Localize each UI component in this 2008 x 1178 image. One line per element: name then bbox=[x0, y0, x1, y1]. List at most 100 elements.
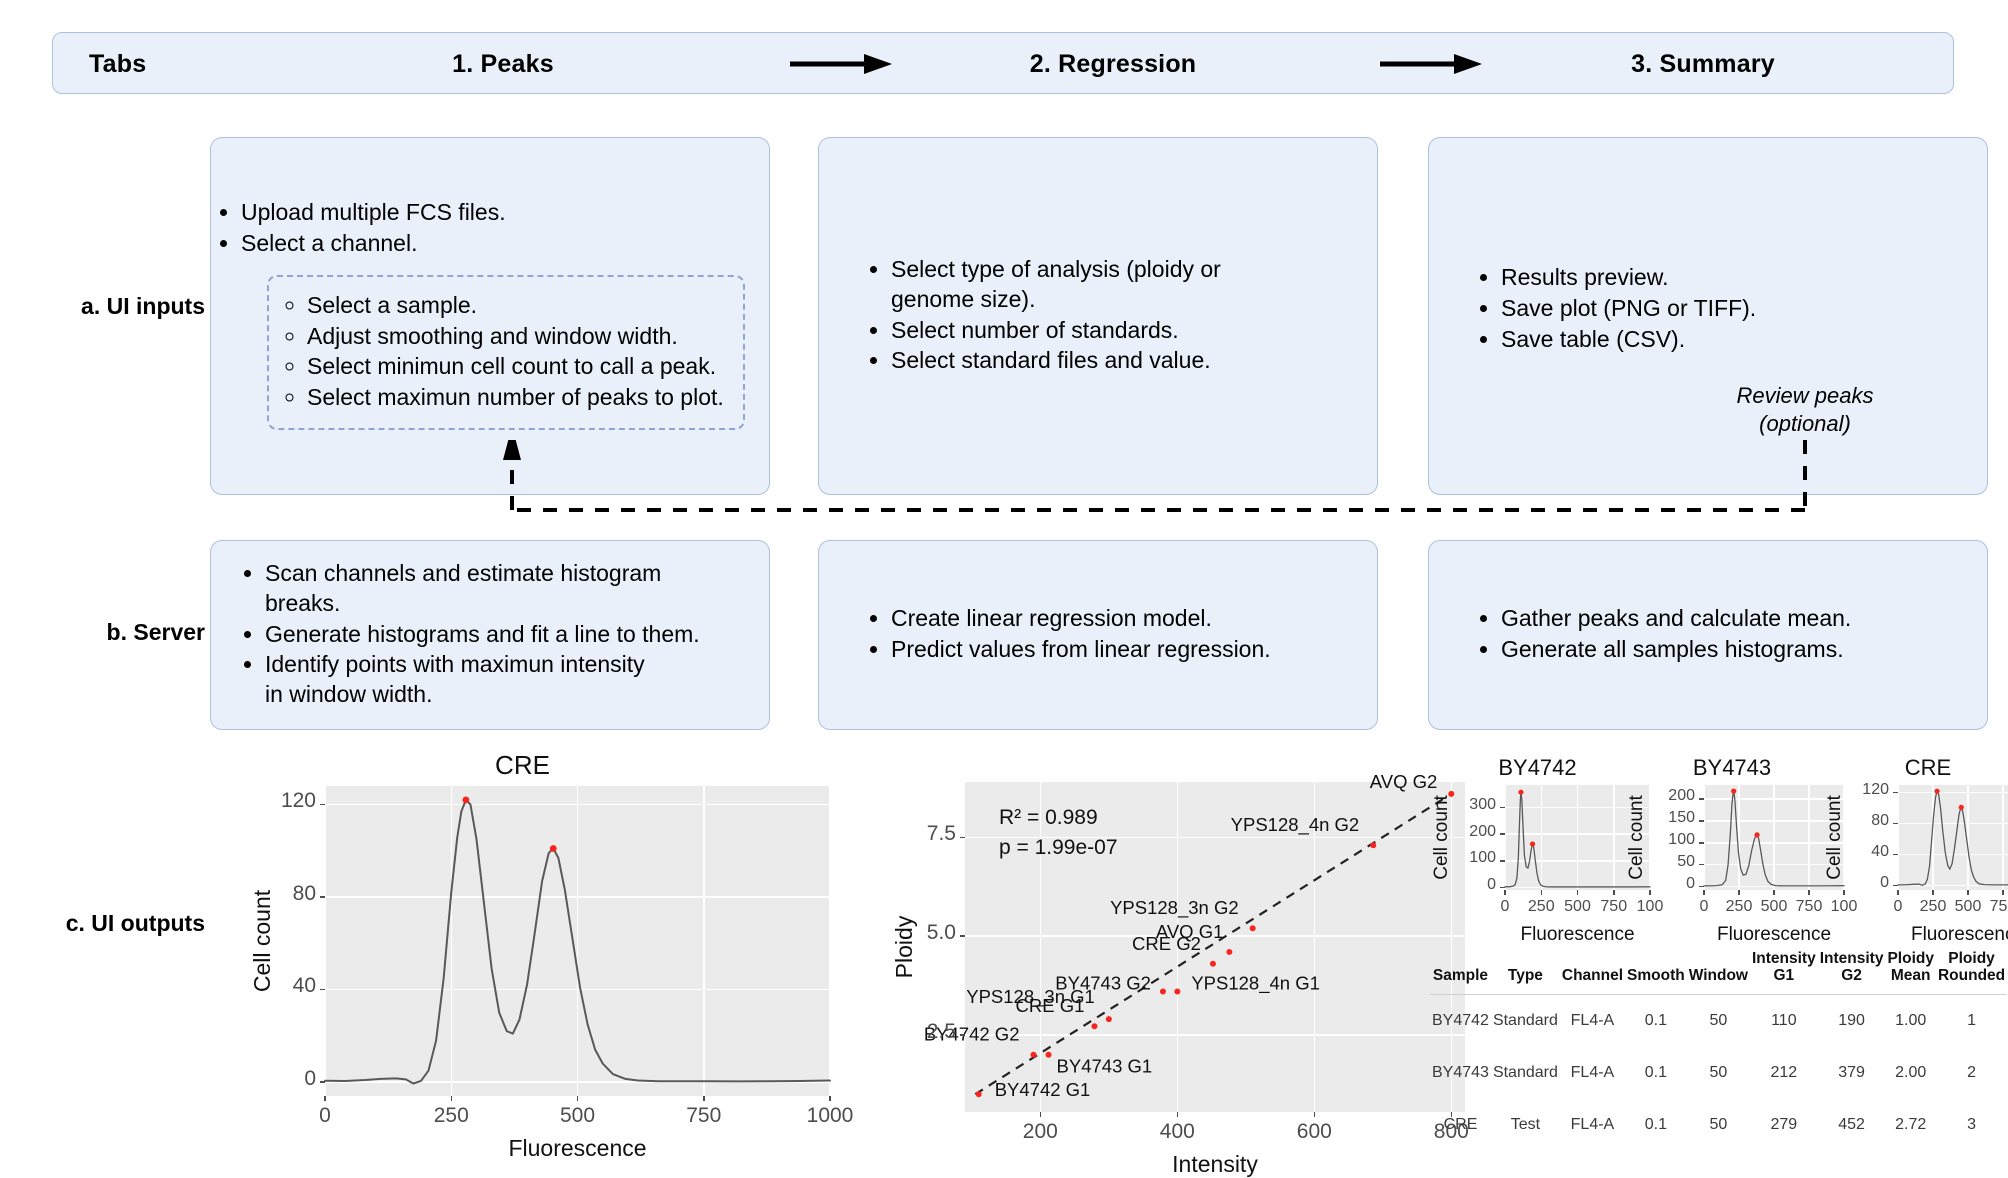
gridline-y bbox=[1704, 798, 1844, 800]
table-cell: BY4742 bbox=[1432, 1011, 1489, 1029]
chart-title-cre-histogram-small: CRE bbox=[1904, 755, 1952, 780]
gridline-y bbox=[1505, 806, 1650, 809]
xtick bbox=[1540, 890, 1542, 895]
peak-point bbox=[549, 845, 557, 852]
chart-panel-cre-histogram-small bbox=[1898, 785, 2008, 890]
xtick-label: 500 bbox=[1954, 898, 1982, 915]
gridline-y bbox=[325, 1081, 830, 1083]
y-axis-title: Cell count bbox=[1824, 795, 1845, 880]
gridline-x bbox=[324, 786, 326, 1096]
server-regression-list: Create linear regression model. Predict … bbox=[819, 604, 1271, 666]
xtick bbox=[1773, 890, 1775, 895]
ytick bbox=[1500, 886, 1505, 889]
tab-step-regression[interactable]: 2. Regression bbox=[1029, 49, 1197, 78]
xtick bbox=[1039, 1112, 1042, 1117]
xtick bbox=[1703, 890, 1705, 895]
ytick-label: 80 bbox=[1871, 812, 1889, 830]
xtick bbox=[1932, 890, 1934, 895]
ytick-label: 2.5 bbox=[926, 1019, 956, 1043]
y-axis-title: Cell count bbox=[1431, 795, 1452, 880]
ytick bbox=[320, 1081, 325, 1083]
chart-geometry-regression-scatter: BY4742 G1 BY4742 G2 BY4743 G1 CRE G1 YPS128_… bbox=[924, 771, 1455, 1100]
density-curve bbox=[1897, 790, 2008, 886]
table-header-line: Smooth bbox=[1627, 967, 1685, 985]
table-header-sample: Sample bbox=[1430, 950, 1491, 994]
data-point bbox=[1030, 1051, 1037, 1058]
list-item: Select minimun cell count to call a peak… bbox=[307, 352, 733, 382]
density-curve bbox=[1703, 790, 1845, 887]
gridline-x bbox=[1176, 782, 1179, 1112]
list-item: Create linear regression model. bbox=[891, 604, 1271, 634]
ytick-label: 0 bbox=[1686, 874, 1695, 892]
xtick bbox=[1897, 890, 1899, 895]
list-item: Select maximun number of peaks to plot. bbox=[307, 383, 733, 413]
table-cell: FL4-A bbox=[1570, 1011, 1615, 1029]
annotation-pvalue: p = 1.99e-07 bbox=[999, 836, 1118, 859]
data-point-label: BY4742 G1 bbox=[995, 1079, 1091, 1100]
card-server-regression: Create linear regression model. Predict … bbox=[818, 540, 1378, 730]
table-header-line: Sample bbox=[1432, 967, 1489, 985]
gridline-y bbox=[1704, 842, 1844, 844]
gridline-x bbox=[1450, 782, 1453, 1112]
data-point-label: YPS128_4n G2 bbox=[1231, 814, 1360, 836]
gridline-y bbox=[965, 1034, 1465, 1036]
xtick bbox=[1649, 890, 1651, 895]
gridline-x bbox=[1313, 782, 1316, 1112]
ytick bbox=[1893, 791, 1898, 794]
table-header-channel: Channel bbox=[1560, 950, 1625, 994]
card-server-summary: Gather peaks and calculate mean. Generat… bbox=[1428, 540, 1988, 730]
gridline-y bbox=[965, 836, 1465, 839]
gridline-x bbox=[1039, 782, 1042, 1112]
data-point bbox=[1209, 960, 1216, 967]
data-point bbox=[1174, 988, 1181, 995]
data-point-label: AVQ G1 bbox=[1156, 921, 1224, 942]
gridline-y bbox=[325, 988, 830, 991]
data-point-label: BY4743 G1 bbox=[1057, 1056, 1153, 1077]
gridline-x bbox=[1773, 785, 1775, 890]
data-point bbox=[1091, 1023, 1098, 1030]
data-point-label: CRE G1 bbox=[1016, 995, 1085, 1016]
xtick bbox=[829, 1096, 831, 1101]
xtick-label: 0 bbox=[1699, 898, 1709, 915]
table-cell: Test bbox=[1510, 1115, 1541, 1133]
data-point-label: BY4743 G2 bbox=[1055, 972, 1151, 993]
peak-point bbox=[462, 796, 470, 804]
ytick bbox=[1500, 806, 1505, 809]
xtick bbox=[576, 1096, 579, 1101]
ytick-label: 120 bbox=[1862, 781, 1889, 799]
table-cell: 452 bbox=[1838, 1115, 1865, 1133]
xtick-label: 250 bbox=[433, 1104, 469, 1127]
data-point-label: BY4742 G2 bbox=[924, 1024, 1020, 1045]
x-axis-title: Fluorescence bbox=[1520, 924, 1635, 945]
data-point-label: YPS128_4n G1 bbox=[1191, 972, 1320, 994]
list-item: Select number of standards. bbox=[891, 316, 1276, 346]
row-label-server: b. Server bbox=[106, 619, 205, 645]
card-server-peaks: Scan channels and estimate histogram bre… bbox=[210, 540, 770, 730]
card-ui-inputs-regression: Select type of analysis (ploidy or genom… bbox=[818, 137, 1378, 495]
xtick bbox=[450, 1096, 452, 1101]
table-cell: 379 bbox=[1838, 1063, 1865, 1081]
data-point bbox=[1448, 790, 1455, 797]
table-cell: 190 bbox=[1838, 1011, 1865, 1029]
list-item: Save plot (PNG or TIFF). bbox=[1501, 294, 1756, 324]
gridline-x bbox=[1613, 785, 1615, 890]
table-cell: Standard bbox=[1492, 1063, 1558, 1081]
gridline-y bbox=[1505, 833, 1650, 835]
table-cell: FL4-A bbox=[1570, 1063, 1615, 1081]
chart-geometry-cre-histogram-small bbox=[1897, 788, 2008, 886]
ytick-label: 5.0 bbox=[926, 921, 956, 944]
ytick bbox=[1500, 860, 1505, 862]
ytick bbox=[1699, 842, 1704, 844]
tab-step-summary[interactable]: 3. Summary bbox=[1631, 49, 1775, 78]
tab-step-peaks[interactable]: 1. Peaks bbox=[452, 49, 554, 78]
ytick-label: 150 bbox=[1668, 809, 1695, 827]
table-cell: 2.72 bbox=[1895, 1115, 1927, 1133]
xtick bbox=[1613, 890, 1615, 895]
chart-geometry-cre-histogram bbox=[324, 796, 831, 1085]
ui-inputs-peaks-list: Upload multiple FCS files. Select a chan… bbox=[211, 198, 769, 259]
